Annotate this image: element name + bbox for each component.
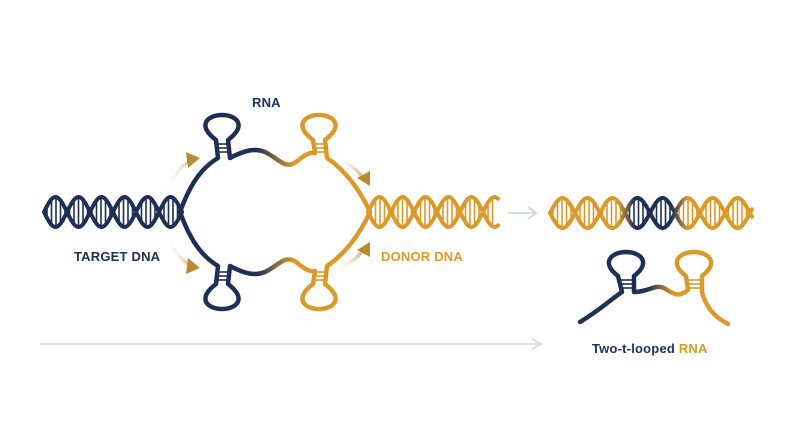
arrow-bottom-left [166,236,200,274]
result-arrow [508,206,538,220]
result-rna-label: Two-t-looped RNA [592,341,708,356]
result-label-prefix: Two-t-looped [592,341,679,356]
result-label-suffix: RNA [678,341,708,356]
rna-strand-top [177,112,373,215]
arrow-top-left [166,152,200,190]
two-looped-rna [577,249,731,327]
arrow-top-right [336,158,370,186]
target-dna-label: TARGET DNA [74,249,161,264]
hybrid-dna-helix [548,196,754,230]
donor-dna-label: DONOR DNA [381,249,463,264]
rna-label: RNA [252,95,281,110]
donor-dna-helix [366,195,500,229]
arrow-bottom-right [336,242,370,270]
process-arrow [40,338,543,350]
target-dna-helix [42,195,184,229]
rna-strand-bottom [177,209,373,312]
